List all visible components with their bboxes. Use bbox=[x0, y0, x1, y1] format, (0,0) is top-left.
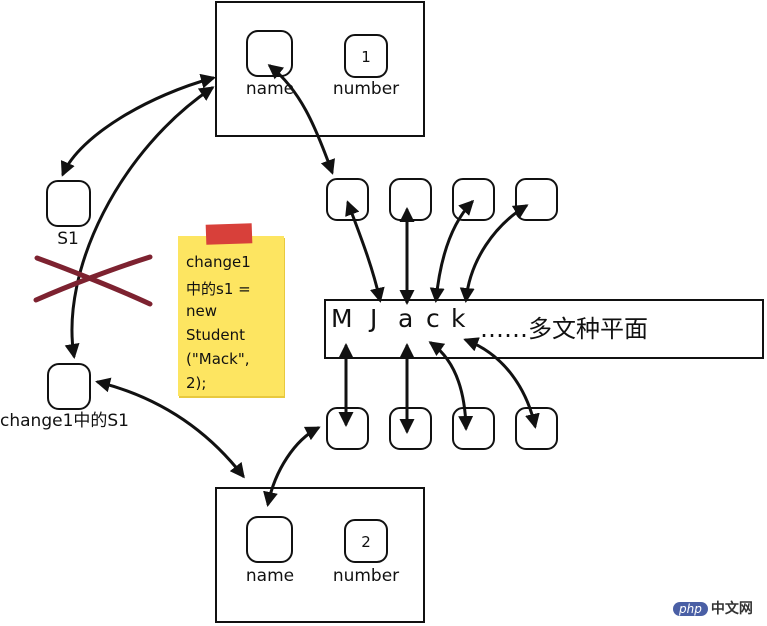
number-slot-bottom bbox=[344, 519, 388, 563]
name-slot-bottom bbox=[246, 516, 293, 563]
char-ref-upper-3 bbox=[452, 178, 495, 221]
arrow-change1-s1-to-box-bottom bbox=[95, 377, 245, 479]
string-pool-box bbox=[324, 299, 764, 359]
change1-s1-label: change1中的S1 bbox=[0, 411, 129, 431]
note-line-5: ("Mack", bbox=[186, 350, 250, 368]
string-char-M: M bbox=[331, 304, 353, 333]
cross-stroke-1 bbox=[34, 255, 153, 307]
number-value-bottom: 2 bbox=[361, 533, 371, 551]
cross-stroke-2 bbox=[33, 254, 153, 303]
char-ref-upper-1 bbox=[326, 178, 369, 221]
number-slot-top bbox=[344, 34, 388, 78]
note-line-6: 2); bbox=[186, 374, 207, 392]
char-ref-upper-2 bbox=[389, 178, 432, 221]
char-ref-upper-4 bbox=[515, 178, 558, 221]
note-line-3: new bbox=[186, 302, 218, 320]
string-char-a: a bbox=[398, 304, 414, 333]
watermark-text: 中文网 bbox=[710, 601, 753, 617]
string-char-c: c bbox=[426, 304, 440, 333]
arrow-box-top-to-change1-s1 bbox=[64, 86, 215, 359]
string-char-J: J bbox=[370, 304, 378, 333]
char-ref-lower-4 bbox=[515, 407, 558, 450]
arrow-upper-1-to-M bbox=[345, 200, 385, 303]
sticky-note-tape bbox=[205, 223, 253, 245]
arrow-lower-4-to-k bbox=[463, 337, 540, 429]
number-label-bottom: number bbox=[332, 566, 400, 586]
char-ref-lower-3 bbox=[452, 407, 495, 450]
arrow-upper-4-to-c bbox=[459, 204, 529, 303]
arrow-name-bottom-to-char-ref bbox=[263, 426, 321, 507]
note-line-2: 中的s1 = bbox=[186, 280, 251, 298]
char-ref-lower-2 bbox=[389, 407, 432, 450]
s1-ref-box bbox=[46, 180, 91, 227]
arrow-lower-3-to-a bbox=[428, 341, 474, 431]
number-value-top: 1 bbox=[361, 48, 371, 66]
arrow-name-top-to-char-ref bbox=[267, 64, 335, 175]
note-line-1: change1 bbox=[186, 253, 251, 271]
watermark-badge: php bbox=[673, 602, 708, 616]
note-line-4: Student bbox=[186, 326, 246, 344]
name-slot-top bbox=[246, 30, 293, 77]
string-char-k: k bbox=[451, 304, 466, 333]
name-label-top: name bbox=[245, 79, 295, 99]
string-tail: ……多文种平面 bbox=[480, 315, 648, 343]
arrow-upper-3-to-a bbox=[429, 199, 475, 303]
number-label-top: number bbox=[332, 79, 400, 99]
change1-s1-ref-box bbox=[47, 363, 91, 410]
name-label-bottom: name bbox=[245, 566, 295, 586]
sticky-note bbox=[178, 236, 284, 396]
s1-label: S1 bbox=[57, 229, 79, 249]
